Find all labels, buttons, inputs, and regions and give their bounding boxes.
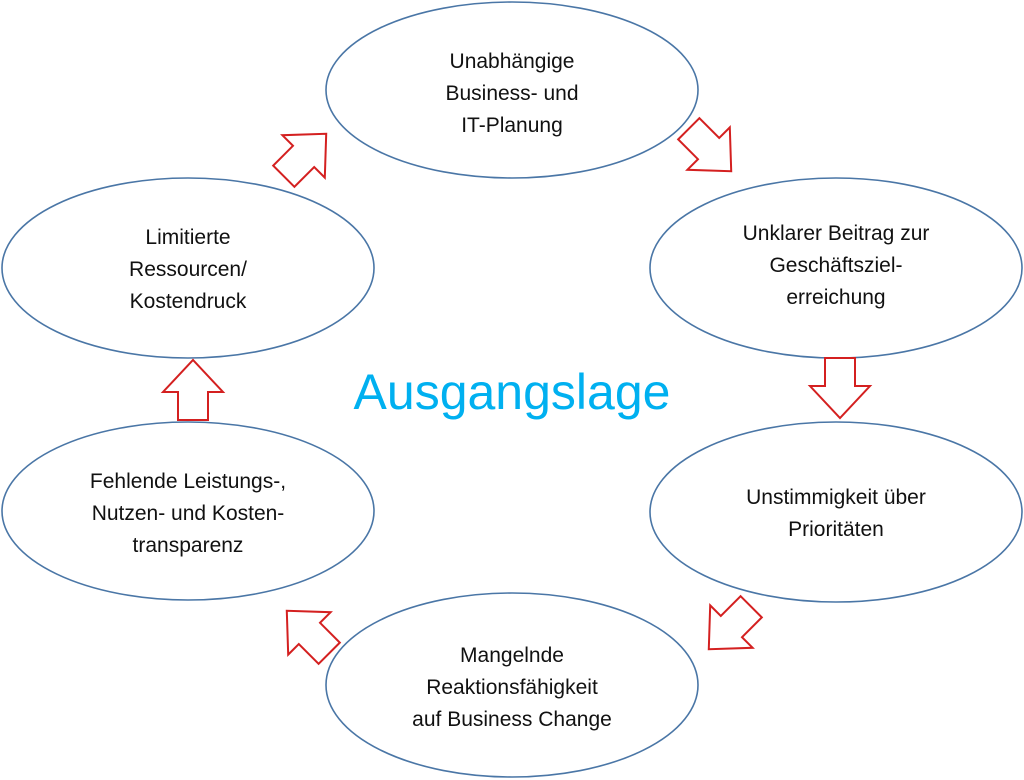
node-line: Mangelnde — [460, 644, 564, 667]
node-line: transparenz — [132, 534, 244, 557]
node-ellipse-6 — [1, 177, 375, 359]
node-line: Limitierte — [145, 226, 231, 249]
node-line: Reaktionsfähigkeit — [426, 676, 598, 699]
node-line: auf Business Change — [412, 708, 612, 731]
node-label-5: Fehlende Leistungs-, Nutzen- und Kosten-… — [90, 466, 286, 562]
node-line: Nutzen- und Kosten- — [91, 502, 285, 525]
node-label-3: Unstimmigkeit über Prioritäten — [746, 482, 926, 546]
node-label-2: Unklarer Beitrag zur Geschäftsziel- erre… — [743, 218, 930, 314]
node-label-4: Mangelnde Reaktionsfähigkeit auf Busines… — [412, 640, 612, 736]
node-line: Unabhängige — [449, 50, 575, 73]
node-line: Geschäftsziel- — [769, 254, 903, 277]
arrow-down-icon — [809, 357, 871, 419]
node-line: Ressourcen/ — [129, 258, 247, 281]
diagram-title: Ausgangslage — [353, 364, 671, 420]
node-line: IT-Planung — [461, 114, 563, 137]
node-label-6: Limitierte Ressourcen/ Kostendruck — [129, 222, 247, 318]
node-line: Unstimmigkeit über — [746, 486, 926, 509]
node-line: Kostendruck — [129, 290, 247, 313]
arrow-down-left-icon — [686, 584, 774, 672]
node-ellipse-1 — [325, 1, 699, 179]
node-line: Business- und — [445, 82, 579, 105]
node-line: Unklarer Beitrag zur — [742, 222, 930, 245]
node-ellipse-5 — [1, 421, 375, 601]
node-line: Fehlende Leistungs-, — [89, 470, 287, 493]
node-label-1: Unabhängige Business- und IT-Planung — [445, 46, 578, 142]
node-line: Prioritäten — [788, 518, 884, 541]
node-line: erreichung — [786, 286, 886, 309]
arrow-up-right-icon — [261, 111, 349, 199]
arrow-up-left-icon — [264, 588, 352, 676]
arrow-down-right-icon — [666, 106, 754, 194]
node-ellipse-4 — [325, 592, 699, 778]
node-ellipse-3 — [649, 421, 1023, 603]
arrow-up-icon — [162, 359, 224, 421]
